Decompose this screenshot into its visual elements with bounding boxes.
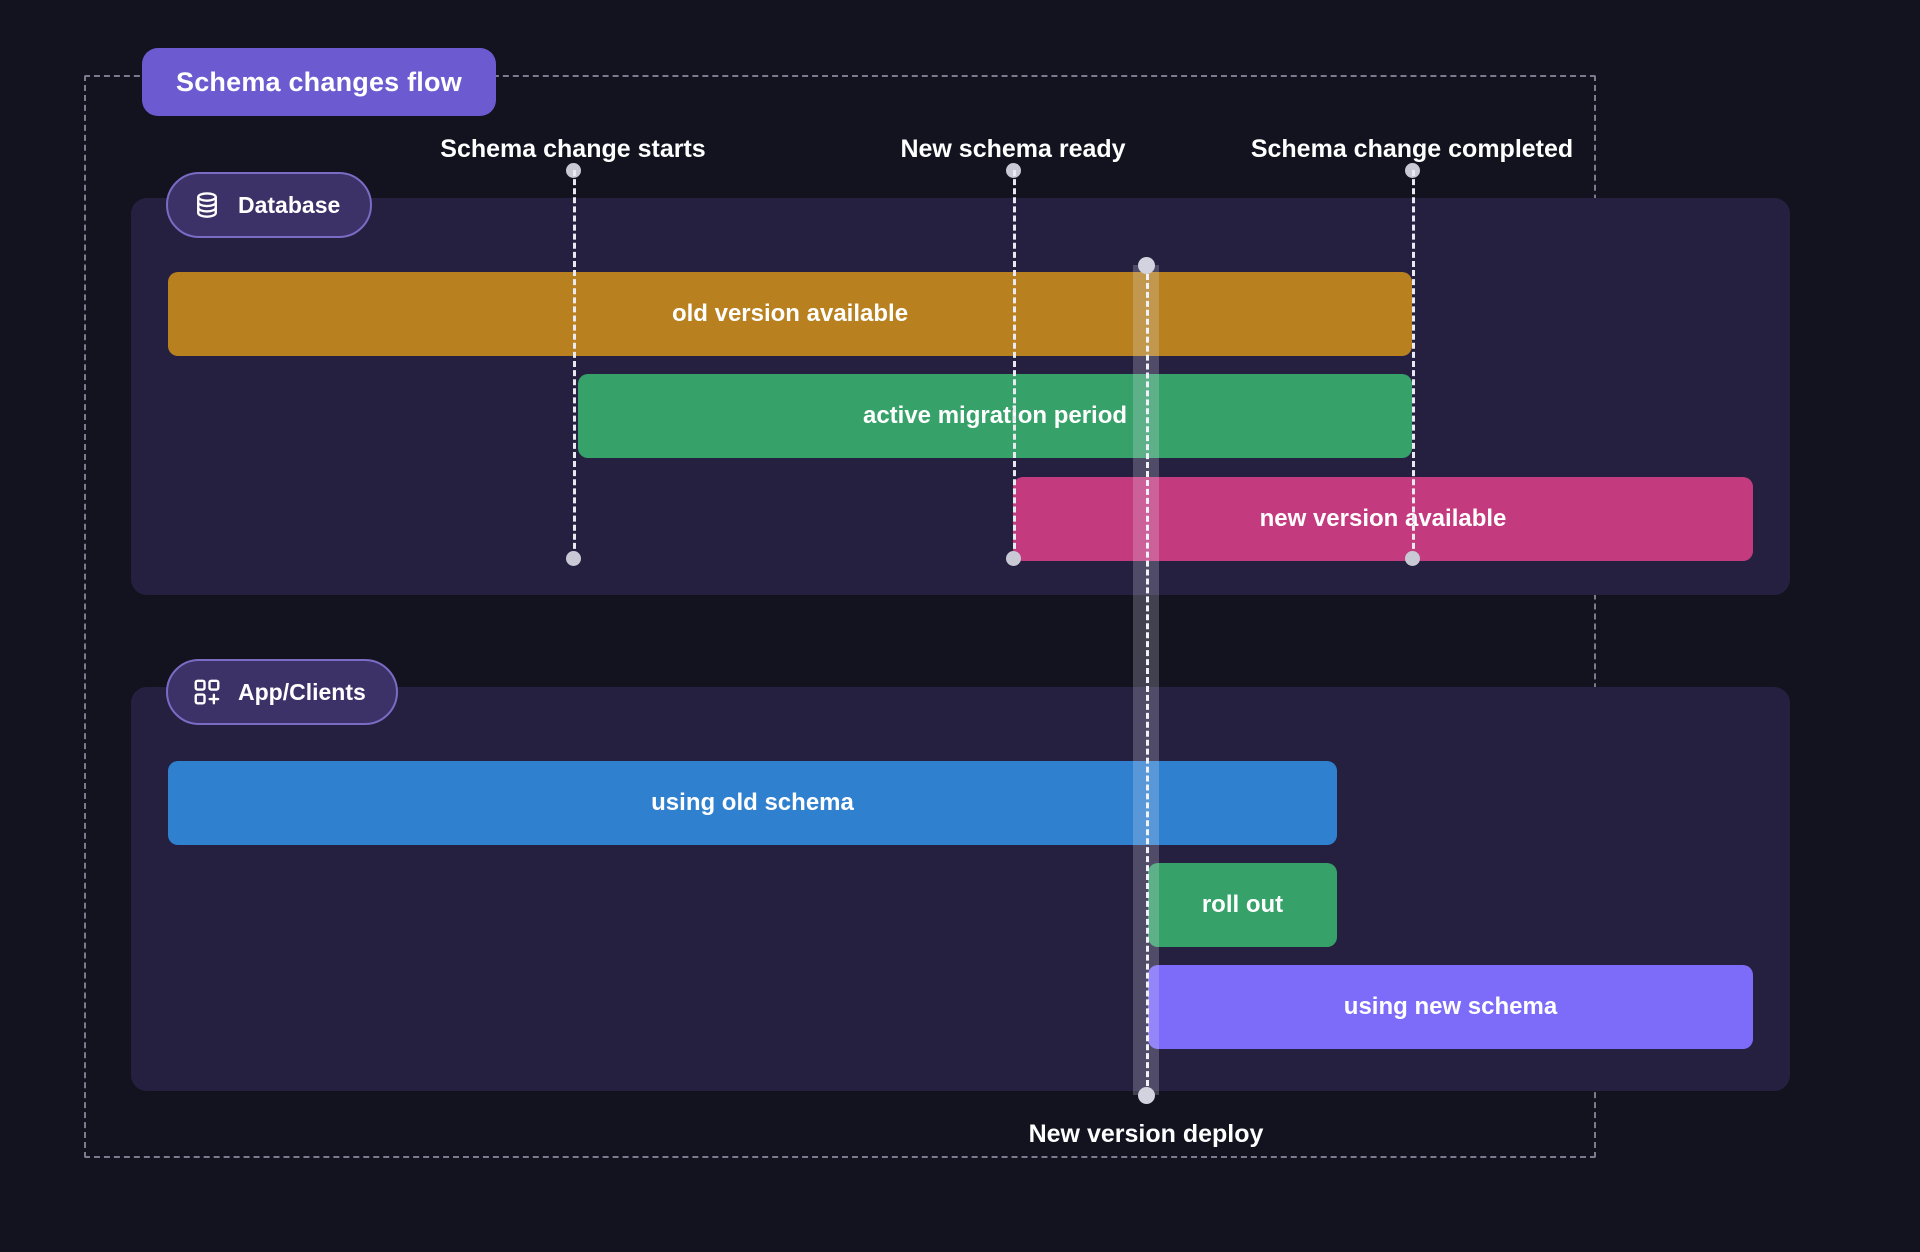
page-title: Schema changes flow <box>176 66 462 97</box>
bar-label: roll out <box>1201 891 1284 918</box>
lane-label-text-database: Database <box>238 191 341 218</box>
database-icon <box>197 192 217 218</box>
bar-roll-out[interactable]: roll out <box>1148 863 1337 947</box>
bar-using-new-schema[interactable]: using new schema <box>1148 965 1753 1049</box>
diagram-title-badge: Schema changes flow <box>142 48 496 116</box>
milestone-line <box>1013 170 1016 558</box>
milestone-label: New schema ready <box>900 135 1126 163</box>
milestone-label: Schema change starts <box>440 135 706 163</box>
milestone-label: Schema change completed <box>1250 135 1574 163</box>
bar-using-old-schema[interactable]: using old schema <box>168 761 1337 845</box>
milestone-dot-bottom <box>566 551 581 566</box>
bar-label: using old schema <box>651 789 854 816</box>
bar-label: using new schema <box>1343 993 1558 1020</box>
lane-label-text-clients: App/Clients <box>238 678 366 705</box>
bar-active-migration-period[interactable]: active migration period <box>578 374 1412 458</box>
deploy-dot-top <box>1138 257 1155 274</box>
milestone-dot-bottom <box>1405 551 1420 566</box>
bar-label: active migration period <box>862 402 1128 429</box>
deploy-line <box>1146 265 1149 1095</box>
lane-label-clients[interactable]: App/Clients <box>166 659 398 725</box>
bar-label: old version available <box>671 300 909 327</box>
bar-new-version-available[interactable]: new version available <box>1013 477 1753 561</box>
milestone-line <box>573 170 576 558</box>
diagram-outer-frame <box>84 75 1596 1158</box>
bar-label: new version available <box>1259 505 1507 532</box>
bar-old-version-available[interactable]: old version available <box>168 272 1412 356</box>
milestone-dot-bottom <box>1006 551 1021 566</box>
milestone-line <box>1412 170 1415 558</box>
lane-label-database[interactable]: Database <box>166 172 373 238</box>
grid-plus-icon <box>194 679 220 705</box>
deploy-label: New version deploy <box>1028 1120 1264 1148</box>
deploy-dot-bottom <box>1138 1087 1155 1104</box>
